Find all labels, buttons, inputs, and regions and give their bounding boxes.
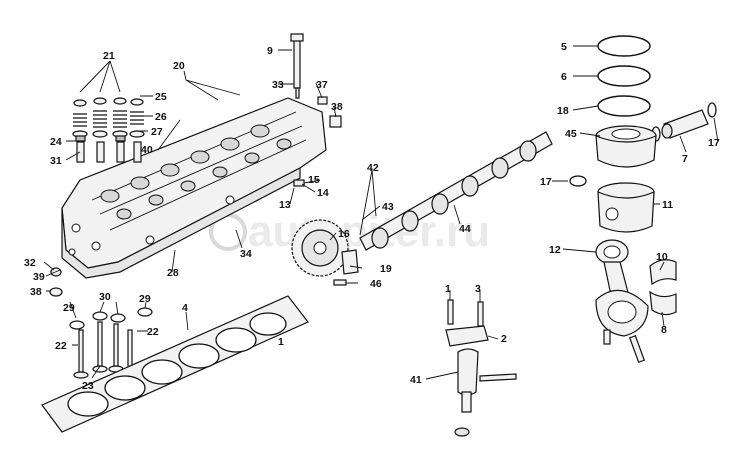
- valves: [49, 267, 153, 379]
- callout-13: 13: [279, 199, 291, 211]
- callout-44: 44: [459, 223, 471, 235]
- head-gasket: [41, 295, 309, 433]
- watermark: autopiter.ru: [209, 207, 490, 256]
- callout-17: 17: [540, 176, 552, 188]
- callout-28: 28: [167, 267, 179, 279]
- callout-31: 31: [50, 155, 62, 167]
- injector-assembly: [445, 299, 517, 437]
- cylinder-head: [61, 97, 327, 279]
- callout-6: 6: [561, 71, 567, 83]
- callout-7: 7: [682, 153, 688, 165]
- piston-crown: [595, 125, 657, 168]
- callout-45: 45: [565, 128, 577, 140]
- callout-38: 38: [30, 286, 42, 298]
- callout-42: 42: [367, 162, 379, 174]
- callout-37: 37: [316, 79, 328, 91]
- callout-38: 38: [331, 101, 343, 113]
- callout-21: 21: [103, 50, 115, 62]
- callout-24: 24: [50, 136, 62, 148]
- callout-9: 9: [267, 45, 273, 57]
- callout-2: 2: [501, 333, 507, 345]
- piston-pin: [569, 102, 717, 187]
- callout-22: 22: [147, 326, 159, 338]
- piston-skirt: [597, 182, 655, 233]
- callout-19: 19: [380, 263, 392, 275]
- callout-1: 1: [445, 283, 451, 295]
- callout-27: 27: [151, 126, 163, 138]
- callout-11: 11: [662, 199, 673, 211]
- callout-29: 29: [139, 293, 151, 305]
- callout-leaders: [43, 45, 719, 380]
- callout-20: 20: [173, 60, 185, 72]
- piston-rings: [597, 35, 651, 117]
- callout-23: 23: [82, 380, 94, 392]
- callout-39: 39: [33, 271, 45, 283]
- callout-33: 33: [272, 79, 284, 91]
- callout-34: 34: [240, 248, 252, 260]
- callout-25: 25: [155, 91, 167, 103]
- callout-15: 15: [308, 174, 320, 186]
- callout-40: 40: [141, 144, 153, 156]
- callout-18: 18: [557, 105, 569, 117]
- callout-32: 32: [24, 257, 36, 269]
- callout-30: 30: [99, 291, 111, 303]
- callout-12: 12: [549, 244, 561, 256]
- bearing-shells: [649, 259, 677, 316]
- callout-16: 16: [338, 228, 350, 240]
- camshaft: [359, 131, 553, 251]
- callout-5: 5: [561, 41, 567, 53]
- callout-46: 46: [370, 278, 382, 290]
- callout-17: 17: [708, 137, 720, 149]
- callout-3: 3: [475, 283, 481, 295]
- valve-train-parts: [72, 97, 145, 163]
- callout-43: 43: [382, 201, 394, 213]
- connecting-rod: [595, 239, 649, 364]
- callout-26: 26: [155, 111, 167, 123]
- callout-8: 8: [661, 324, 667, 336]
- callout-29: 29: [63, 302, 75, 314]
- callout-4: 4: [182, 302, 188, 314]
- callout-14: 14: [317, 187, 329, 199]
- callout-22: 22: [55, 340, 67, 352]
- callout-41: 41: [410, 374, 422, 386]
- callout-10: 10: [656, 251, 668, 263]
- callout-1: 1: [278, 336, 284, 348]
- callout-labels: 1 1 2 3 4 5 6 7 8 9 10 11 12 13 14 15 16…: [24, 41, 720, 392]
- camshaft-gear: [291, 219, 359, 286]
